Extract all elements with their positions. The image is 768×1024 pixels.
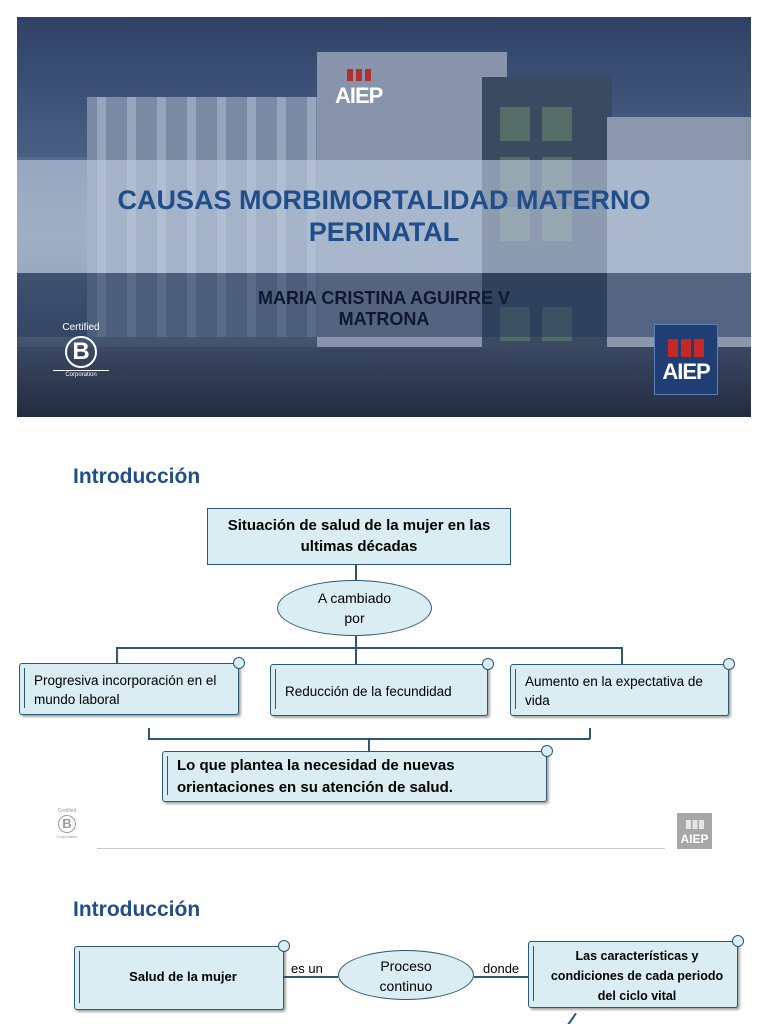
proceso-ellipse: Proceso continuo: [338, 950, 474, 1000]
aiep-logo-small: AIEP: [677, 813, 712, 849]
logo-bars-icon: [685, 820, 704, 829]
connector-line: [116, 647, 118, 663]
slide3-heading: Introducción: [73, 898, 201, 921]
connector-line: [116, 647, 622, 649]
caracteristicas-card: Las características y condiciones de cad…: [528, 935, 744, 1008]
connector-line: [355, 636, 357, 664]
bcorp-logo: Certified B Corporation: [53, 322, 109, 378]
aiep-logo: AIEP: [654, 324, 718, 395]
slide2-heading: Introducción: [73, 465, 201, 488]
ellipse-node: A cambiado por: [277, 580, 432, 636]
building-sign: AIEP: [335, 69, 383, 109]
logo-bars-icon: [347, 69, 371, 81]
slide-title: CAUSAS MORBIMORTALIDAD MATERNO PERINATAL: [117, 185, 651, 247]
ground: [17, 347, 751, 417]
conclusion-card: Lo que plantea la necesidad de nuevas or…: [162, 745, 553, 802]
connector-line: [621, 647, 623, 667]
arrow-line: [474, 976, 528, 978]
connector-label-es-un: es un: [291, 961, 323, 976]
footer-divider: [97, 848, 665, 849]
top-box: Situación de salud de la mujer en las ul…: [207, 508, 511, 565]
bracket-line: [368, 738, 370, 751]
scroll-curl-icon: [233, 657, 245, 669]
item-card-1: Progresiva incorporación en el mundo lab…: [19, 657, 245, 715]
arrow-line: [567, 1012, 577, 1024]
scroll-curl-icon: [482, 658, 494, 670]
connector-label-donde: donde: [483, 961, 520, 976]
item-card-2: Reducción de la fecundidad: [270, 658, 494, 716]
cover-slide: AIEP CAUSAS MORBIMORTALIDAD MATERNO PERI…: [17, 17, 751, 417]
item-card-3: Aumento en la expectativa de vida: [510, 658, 735, 716]
scroll-curl-icon: [278, 940, 290, 952]
arrow-line: [284, 976, 338, 978]
title-band: [17, 160, 751, 273]
bracket-line: [148, 728, 150, 739]
connector-line: [355, 565, 357, 581]
b-letter-icon: B: [58, 815, 76, 833]
slide-subtitle: MARIA CRISTINA AGUIRRE V MATRONA: [177, 288, 591, 330]
bracket-line: [589, 728, 591, 739]
scroll-curl-icon: [723, 658, 735, 670]
subtitle-band: [17, 273, 751, 337]
scroll-curl-icon: [732, 935, 744, 947]
author-role: MATRONA: [338, 309, 430, 329]
logo-bars-icon: [668, 339, 704, 357]
bcorp-logo-small: Certified B Corporation: [56, 808, 78, 839]
author-name: MARIA CRISTINA AGUIRRE V: [258, 288, 510, 308]
salud-mujer-card: Salud de la mujer: [74, 940, 290, 1010]
b-letter-icon: B: [65, 336, 97, 368]
scroll-curl-icon: [541, 745, 553, 757]
